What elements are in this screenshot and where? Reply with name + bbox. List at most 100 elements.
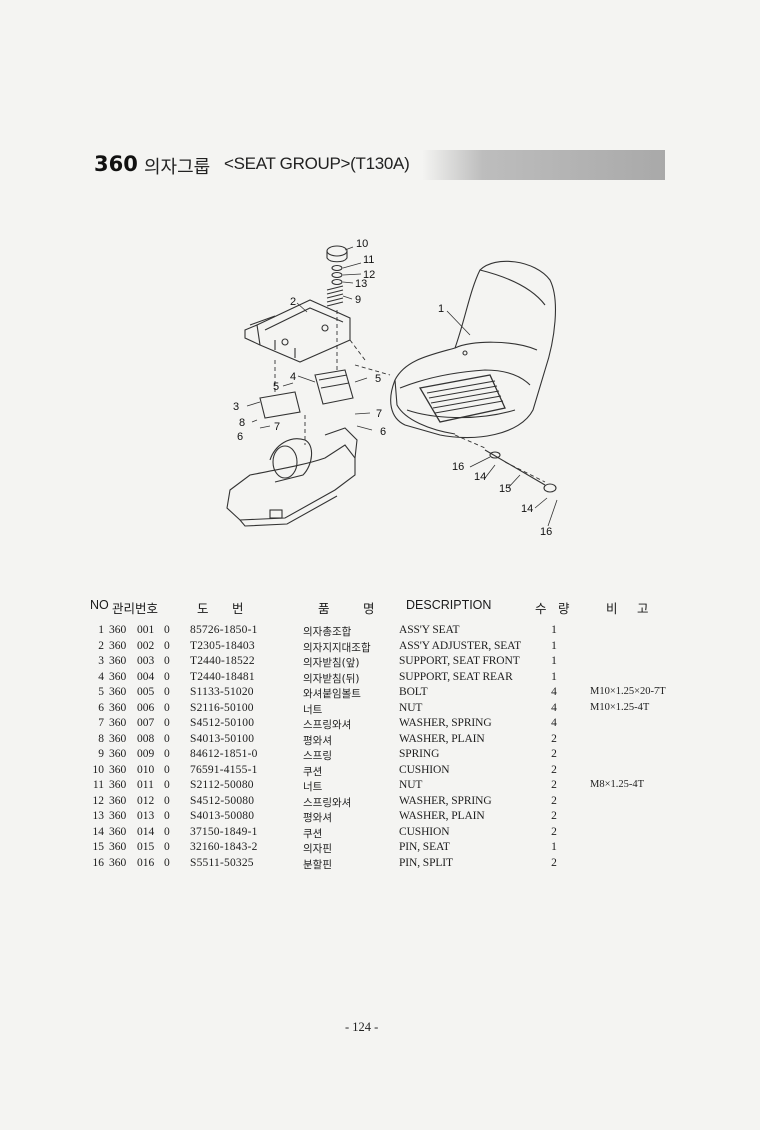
row-group-code: 360 xyxy=(109,763,127,776)
row-change-code: 0 xyxy=(164,624,170,636)
row-quantity: 1 xyxy=(551,639,557,652)
row-part-number: S4013-50080 xyxy=(190,810,255,822)
row-name-korean: 와셔붙임볼트 xyxy=(303,688,361,700)
row-seq-code: 012 xyxy=(137,794,155,807)
header-qty: 수 량 xyxy=(535,602,570,616)
callout-14-upper: 14 xyxy=(474,471,486,483)
row-seq-code: 015 xyxy=(137,841,155,853)
header-code: 관리번호 xyxy=(112,602,159,616)
row-change-code: 0 xyxy=(164,748,170,760)
callout-11: 11 xyxy=(363,254,374,266)
row-seq-code: 002 xyxy=(137,639,155,652)
callout-14-lower: 14 xyxy=(521,503,533,515)
row-group-code: 360 xyxy=(109,856,127,869)
row-name-korean: 의자지지대조합 xyxy=(303,641,371,654)
callout-2: 2 xyxy=(290,296,296,308)
row-quantity: 1 xyxy=(551,655,557,667)
row-part-number: T2305-18403 xyxy=(190,639,255,652)
row-description: NUT xyxy=(399,779,423,791)
row-description: NUT xyxy=(399,701,423,714)
row-name-korean: 너트 xyxy=(303,781,323,793)
row-no: 6 xyxy=(98,701,104,714)
row-quantity: 2 xyxy=(551,810,557,822)
row-seq-code: 003 xyxy=(137,655,155,667)
row-change-code: 0 xyxy=(164,670,170,683)
parts-table-header: NO 관리번호 도 번 품 명 DESCRIPTION 수 량 비 고 xyxy=(90,598,690,616)
row-quantity: 2 xyxy=(551,794,557,807)
row-quantity: 1 xyxy=(551,670,557,683)
row-description: SPRING xyxy=(399,748,440,760)
row-description: WASHER, PLAIN xyxy=(399,810,485,822)
seat-outline xyxy=(390,260,556,439)
row-group-code: 360 xyxy=(109,810,127,822)
row-seq-code: 011 xyxy=(137,779,154,791)
header-name-kr: 품 명 xyxy=(318,602,375,616)
callout-4: 4 xyxy=(290,371,296,383)
row-no: 3 xyxy=(98,655,104,667)
row-no: 12 xyxy=(92,794,105,807)
row-group-code: 360 xyxy=(109,732,127,745)
row-group-code: 360 xyxy=(109,686,127,698)
row-name-korean: 너트 xyxy=(303,703,323,716)
row-seq-code: 008 xyxy=(137,732,155,745)
row-quantity: 2 xyxy=(551,763,557,776)
section-number: 360 xyxy=(94,152,138,176)
row-part-number: T2440-18481 xyxy=(190,670,255,683)
row-change-code: 0 xyxy=(164,717,170,729)
row-remark: M10×1.25×20-7T xyxy=(590,686,666,697)
row-quantity: 2 xyxy=(551,825,557,838)
row-part-number: S5511-50325 xyxy=(190,856,254,869)
row-seq-code: 016 xyxy=(137,856,155,869)
row-name-korean: 분할핀 xyxy=(303,858,332,871)
section-title-korean: 의자그룹 xyxy=(144,157,211,178)
row-part-number: S4512-50080 xyxy=(190,794,255,807)
row-name-korean: 스프링 xyxy=(303,750,332,762)
callout-1: 1 xyxy=(438,303,444,315)
callout-13: 13 xyxy=(355,278,367,290)
row-no: 9 xyxy=(98,748,104,760)
row-change-code: 0 xyxy=(164,810,170,822)
row-group-code: 360 xyxy=(109,748,127,760)
row-seq-code: 006 xyxy=(137,701,155,714)
row-description: CUSHION xyxy=(399,825,450,838)
row-change-code: 0 xyxy=(164,639,170,652)
row-description: PIN, SPLIT xyxy=(399,856,453,869)
header-part-no: 도 번 xyxy=(197,602,244,616)
row-no: 7 xyxy=(98,717,104,729)
row-group-code: 360 xyxy=(109,670,127,683)
row-part-number: S1133-51020 xyxy=(190,686,254,698)
row-group-code: 360 xyxy=(109,841,127,853)
row-name-korean: 의자받침(뒤) xyxy=(303,672,360,685)
row-quantity: 1 xyxy=(551,624,557,636)
row-remark: M10×1.25-4T xyxy=(590,701,650,713)
row-seq-code: 013 xyxy=(137,810,155,822)
row-part-number: 76591-4155-1 xyxy=(190,763,258,776)
row-part-number: S2112-50080 xyxy=(190,779,254,791)
callout-7-left: 7 xyxy=(274,421,280,433)
row-part-number: S4512-50100 xyxy=(190,717,255,729)
row-group-code: 360 xyxy=(109,779,127,791)
row-no: 8 xyxy=(98,732,104,745)
row-quantity: 2 xyxy=(551,779,557,791)
row-description: ASS'Y SEAT xyxy=(399,624,460,636)
row-quantity: 2 xyxy=(551,732,557,745)
row-quantity: 4 xyxy=(551,701,557,714)
row-quantity: 2 xyxy=(551,856,557,869)
row-name-korean: 의자받침(앞) xyxy=(303,657,360,669)
section-title: 360 의자그룹 <SEAT GROUP>(T130A) xyxy=(92,148,665,182)
callout-10: 10 xyxy=(356,238,368,250)
header-no: NO xyxy=(90,598,109,612)
row-seq-code: 004 xyxy=(137,670,155,683)
row-description: WASHER, SPRING xyxy=(399,717,492,729)
row-no: 2 xyxy=(98,639,104,652)
row-quantity: 2 xyxy=(551,748,557,760)
